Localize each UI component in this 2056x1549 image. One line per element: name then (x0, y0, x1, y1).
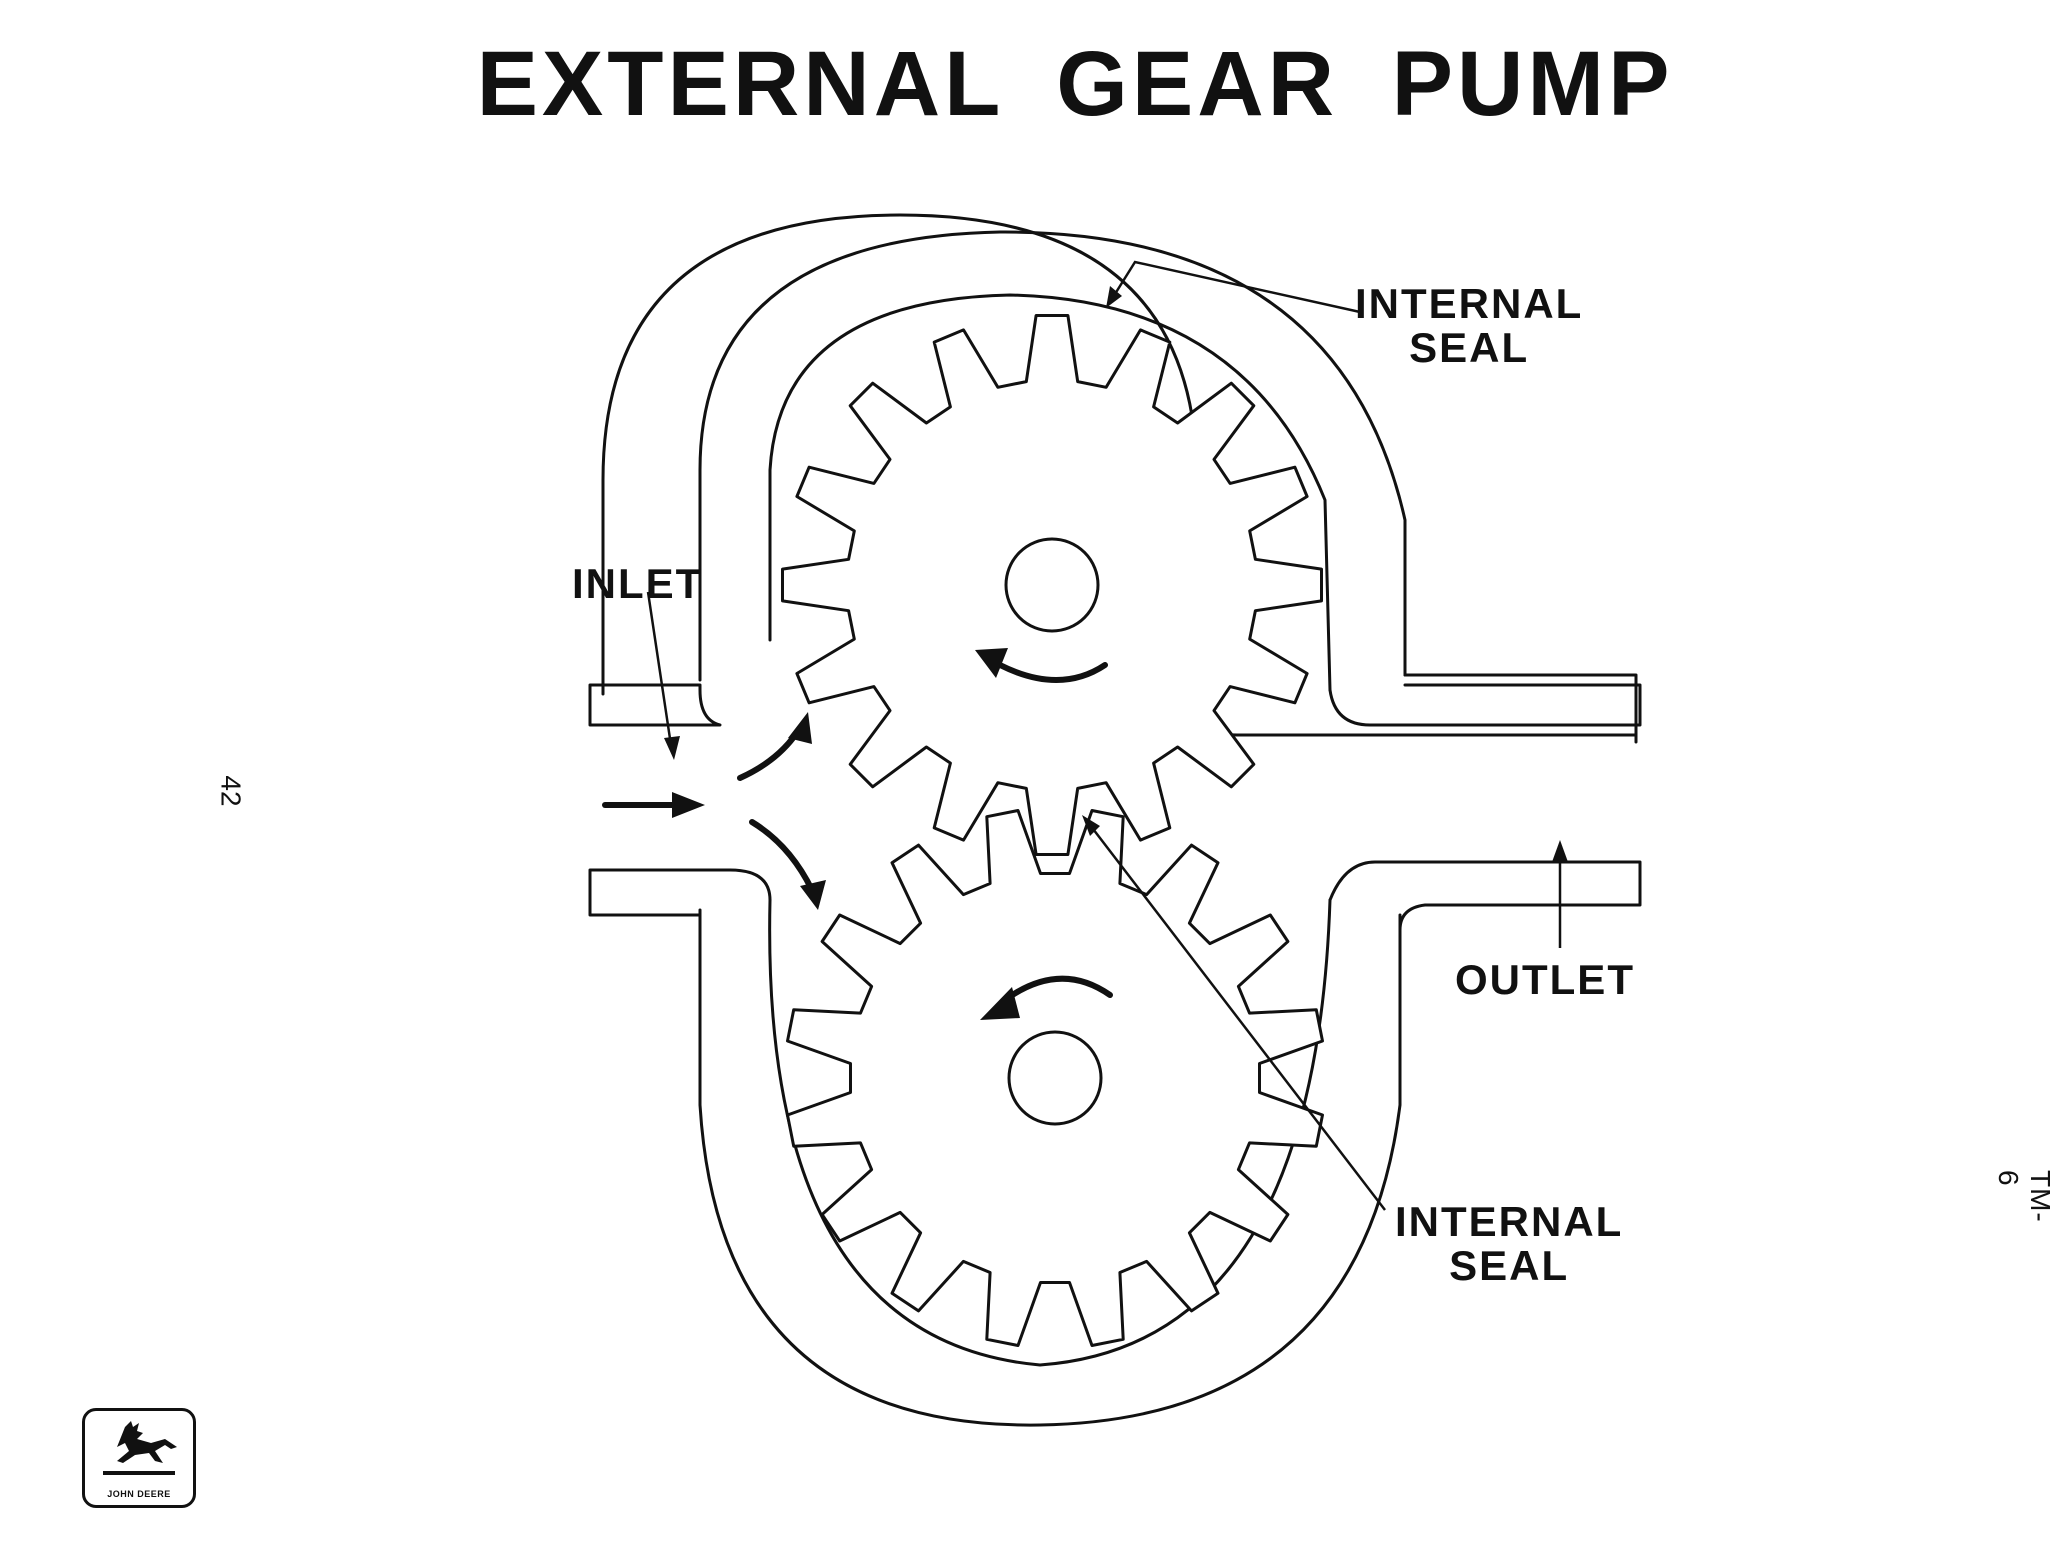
page-number: 42 (215, 775, 247, 807)
logo-text: JOHN DEERE (107, 1489, 171, 1499)
label-outlet: OUTLET (1455, 956, 1635, 1003)
bottom-gear-rotation-arrow (1002, 975, 1113, 1003)
inlet-arrowhead-straight (672, 792, 705, 818)
tm-code: TM-6 (1993, 1170, 2056, 1223)
internal-seal-bottom-leader (1089, 824, 1386, 1211)
housing-top-outer (698, 230, 1407, 682)
inlet-leader (646, 591, 674, 753)
label-internal-seal-top: INTERNAL SEAL (1355, 280, 1584, 372)
bottom-gear (786, 809, 1324, 1347)
leaping-deer-icon (103, 1421, 177, 1475)
bottom-gear-shaft (1007, 1030, 1103, 1126)
inlet-arrowhead-up (788, 712, 812, 744)
housing-inner-top (768, 293, 1332, 692)
inlet-flow-arrow-down (749, 819, 815, 893)
inlet-channel-top (588, 683, 722, 727)
label-inlet: INLET (572, 560, 704, 607)
outlet-leader-arrowhead (1552, 840, 1568, 862)
inlet-channel-bottom (588, 868, 772, 917)
housing-bottom-outer (698, 908, 1402, 1427)
top-gear (781, 314, 1323, 856)
inlet-leader-arrowhead (664, 736, 680, 760)
inlet-arrowhead-down (800, 880, 826, 910)
top-gear-rotation-arrow (997, 662, 1108, 683)
internal-seal-bottom-leader-arrowhead (1082, 815, 1100, 836)
diagram-title: EXTERNAL GEAR PUMP (476, 33, 1674, 135)
outlet-channel-bottom (1328, 860, 1642, 932)
bottom-gear-arrowhead (980, 987, 1020, 1020)
internal-seal-top-leader (1108, 260, 1361, 314)
top-gear-shaft (1004, 537, 1100, 633)
internal-seal-top-leader-arrowhead (1106, 286, 1122, 308)
outlet-channel-top (1328, 683, 1642, 727)
label-internal-seal-bottom: INTERNAL SEAL (1395, 1198, 1624, 1290)
top-gear-arrowhead (975, 648, 1008, 678)
john-deere-logo: JOHN DEERE (82, 1408, 196, 1508)
